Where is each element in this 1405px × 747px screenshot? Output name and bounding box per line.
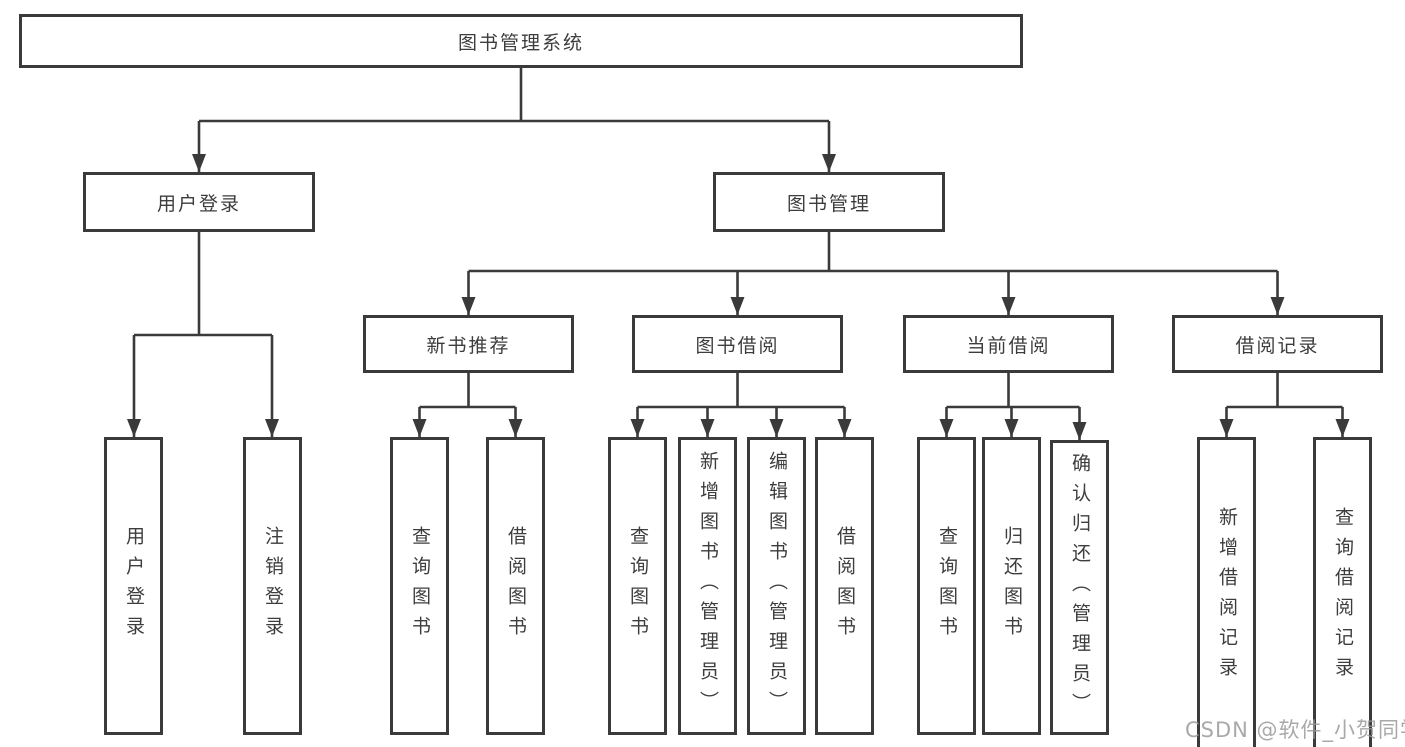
node-add-borrow-record: 新增借阅记录 [1197, 437, 1256, 747]
node-add-books-admin: 新增图书（管理员） [678, 437, 737, 735]
node-label: 用户登录 [123, 526, 145, 646]
node-label: 确认归还（管理员） [1069, 452, 1091, 723]
node-return-books: 归还图书 [982, 437, 1041, 735]
node-query-books-current: 查询图书 [917, 437, 976, 735]
node-label: 查询图书 [627, 526, 649, 646]
node-confirm-return-admin: 确认归还（管理员） [1050, 440, 1109, 735]
node-edit-books-admin: 编辑图书（管理员） [747, 437, 806, 735]
node-label: 借阅图书 [505, 526, 527, 646]
node-label: 当前借阅 [966, 334, 1051, 357]
node-label: 查询图书 [936, 526, 958, 646]
node-label: 图书借阅 [695, 334, 780, 357]
node-query-books-recommend: 查询图书 [390, 437, 449, 735]
node-label: 图书管理 [786, 192, 871, 215]
csdn-watermark: CSDN @软件_小贺同学 [1185, 718, 1405, 742]
node-label: 查询图书 [409, 526, 431, 646]
node-borrow-records: 借阅记录 [1172, 315, 1383, 373]
node-user-login: 用户登录 [83, 172, 315, 232]
node-logout-action: 注销登录 [243, 437, 302, 735]
node-user-login-action: 用户登录 [104, 437, 163, 735]
node-label: 用户登录 [156, 192, 241, 215]
node-label: 编辑图书（管理员） [766, 451, 788, 721]
node-new-book-recommend: 新书推荐 [363, 315, 574, 373]
node-label: 图书管理系统 [457, 31, 584, 54]
node-label: 借阅记录 [1235, 334, 1320, 357]
node-query-borrow-record: 查询借阅记录 [1313, 437, 1372, 747]
node-current-borrow: 当前借阅 [903, 315, 1114, 373]
node-label: 注销登录 [262, 526, 284, 646]
node-label: 新增借阅记录 [1216, 507, 1238, 687]
node-label: 查询借阅记录 [1332, 507, 1354, 687]
node-book-borrow: 图书借阅 [632, 315, 843, 373]
node-label: 新书推荐 [426, 334, 511, 357]
node-borrow-books-action: 借阅图书 [815, 437, 874, 735]
node-borrow-books-recommend: 借阅图书 [486, 437, 545, 735]
node-label: 归还图书 [1001, 526, 1023, 646]
node-label: 借阅图书 [834, 526, 856, 646]
node-library-management-system: 图书管理系统 [19, 14, 1023, 68]
node-book-management: 图书管理 [713, 172, 945, 232]
node-query-books-borrow: 查询图书 [608, 437, 667, 735]
node-label: 新增图书（管理员） [697, 451, 719, 721]
